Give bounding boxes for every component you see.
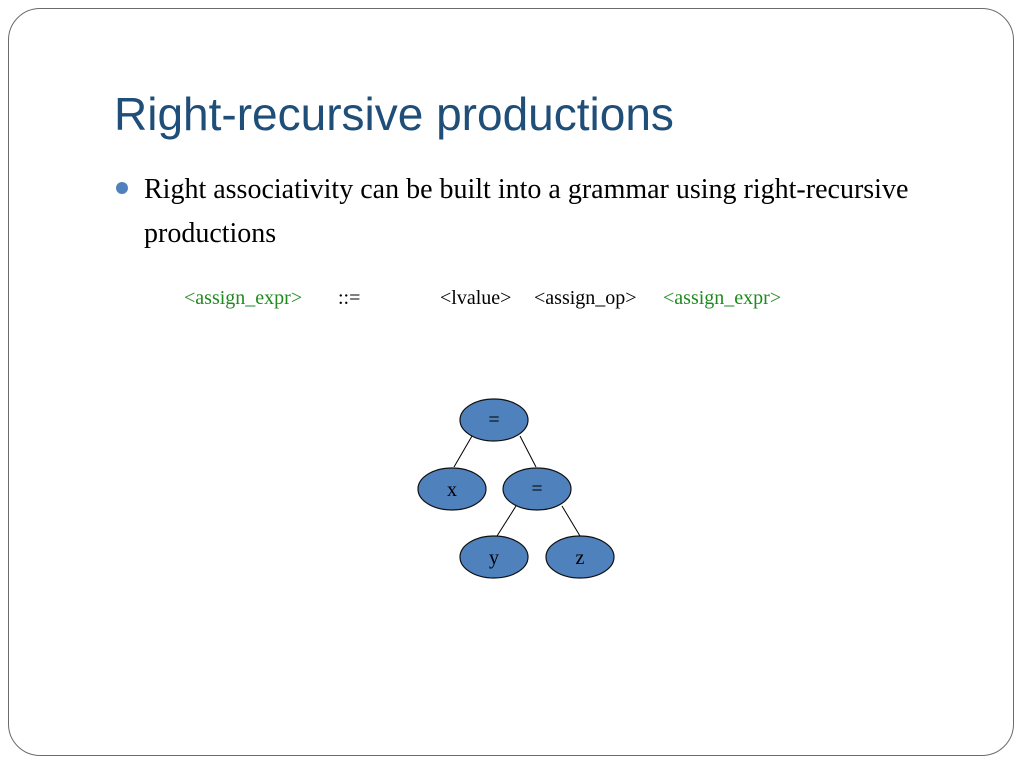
tree-edge-root-x bbox=[453, 435, 473, 468]
production-rhs-assign-op: <assign_op> bbox=[534, 287, 637, 309]
bullet-list: Right associativity can be built into a … bbox=[114, 168, 914, 256]
production-rhs-recursive: <assign_expr> bbox=[663, 287, 782, 309]
tree-node-eq-label: = bbox=[531, 478, 542, 500]
tree-node-root: = bbox=[459, 398, 529, 442]
tree-node-eq: = bbox=[502, 467, 572, 511]
tree-edge-root-eq bbox=[519, 435, 537, 468]
tree-node-z: z bbox=[545, 535, 615, 579]
tree-node-y-label: y bbox=[489, 547, 499, 569]
tree-node-x: x bbox=[417, 467, 487, 511]
tree-node-y: y bbox=[459, 535, 529, 579]
tree-node-root-label: = bbox=[488, 409, 499, 431]
production-operator: ::= bbox=[338, 287, 361, 309]
tree-node-x-label: x bbox=[447, 479, 457, 501]
production-lhs: <assign_expr> bbox=[184, 287, 303, 309]
slide-title: Right-recursive productions bbox=[114, 88, 674, 140]
bullet-dot-icon bbox=[116, 182, 128, 194]
bullet-text: Right associativity can be built into a … bbox=[144, 174, 909, 249]
production-rhs-lvalue: <lvalue> bbox=[440, 287, 512, 309]
bullet-item: Right associativity can be built into a … bbox=[114, 168, 914, 256]
tree-node-z-label: z bbox=[576, 547, 585, 569]
tree-edge-eq-z bbox=[561, 505, 581, 537]
slide-frame bbox=[8, 8, 1014, 756]
tree-edge-eq-y bbox=[496, 505, 517, 537]
